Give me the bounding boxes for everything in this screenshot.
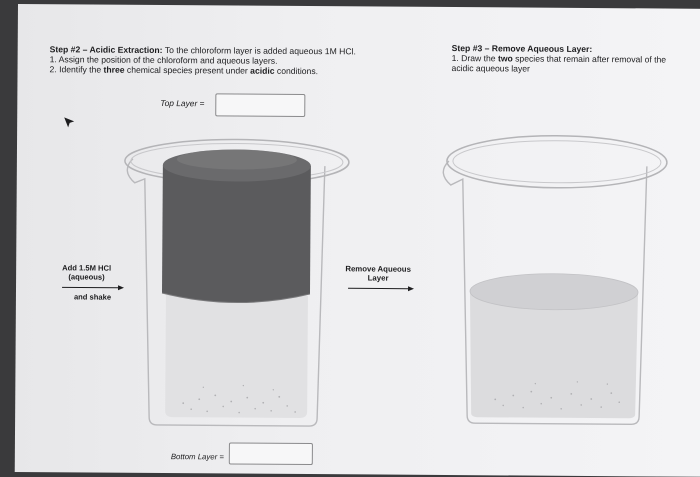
and-shake-label: and shake [74,292,111,302]
step3-text: species that remain after removal of the [513,53,666,64]
bottom-layer-label: Bottom Layer = [171,452,224,462]
remove-arrow-icon [348,284,414,292]
step2-text: 2. Identify the [50,64,104,74]
remove-aqueous-line1: Remove Aqueous [340,264,416,274]
worksheet: Step #2 – Acidic Extraction: To the chlo… [15,4,700,477]
add-hcl-line2: (aqueous) [62,272,111,281]
add-hcl-line1: Add 1.5M HCl [62,263,111,272]
remove-aqueous-line2: Layer [340,273,416,283]
step2-instruction-2: 2. Identify the three chemical species p… [50,64,319,76]
step2-text: chemical species present under [125,65,251,76]
step2-emph-three: three [103,65,124,75]
beaker-step2 [113,125,351,437]
add-arrow-icon [62,283,124,291]
beaker-step3 [431,115,669,435]
bottom-layer-answer-box[interactable] [229,442,313,465]
top-layer-label: Top Layer = [160,98,204,108]
step3-text: 1. Draw the [452,53,498,63]
step3-emph-two: two [498,53,513,63]
top-layer-answer-box[interactable] [215,93,305,117]
step3-instruction-2: acidic aqueous layer [452,63,530,74]
step2-text: conditions. [275,66,319,76]
mouse-cursor-icon [63,116,75,128]
add-hcl-label: Add 1.5M HCl (aqueous) [62,263,111,281]
remove-aqueous-label: Remove Aqueous Layer [340,264,416,283]
step2-emph-acidic: acidic [250,66,274,76]
